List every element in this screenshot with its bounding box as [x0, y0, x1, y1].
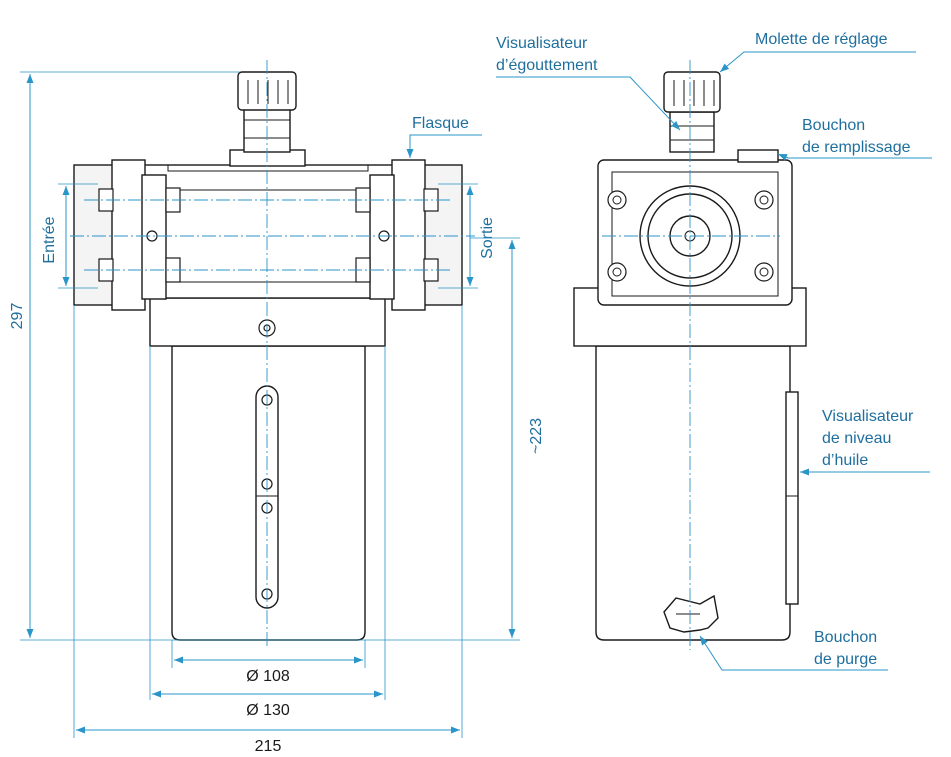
flange-left-plate — [111, 159, 146, 311]
side-knob — [663, 71, 721, 113]
side-level-window — [785, 391, 799, 605]
side-bowl — [595, 345, 791, 641]
flange-right-outer — [421, 164, 463, 306]
side-bolts — [607, 190, 774, 282]
side-view — [573, 60, 807, 650]
front-view — [70, 60, 475, 648]
dimensions: 297 Entrée Sortie ~223 Ø 108 Ø 130 215 — [9, 71, 545, 755]
label-visualisateur-egouttement-1: Visualisateur — [496, 35, 588, 52]
label-visualisateur-niveau-3: d’huile — [822, 452, 868, 469]
dim-297: 297 — [9, 303, 26, 330]
dim-108: Ø 108 — [246, 668, 290, 685]
dim-223: ~223 — [528, 418, 545, 454]
label-visualisateur-egouttement-2: d’égouttement — [496, 57, 598, 74]
dim-130: Ø 130 — [246, 702, 290, 719]
label-bouchon-purge-2: de purge — [814, 651, 877, 668]
label-entree: Entrée — [41, 216, 58, 263]
label-visualisateur-niveau-1: Visualisateur — [822, 408, 914, 425]
label-flasque: Flasque — [412, 115, 469, 132]
flange-right-plate — [391, 159, 426, 311]
label-bouchon-remplissage-1: Bouchon — [802, 117, 865, 134]
label-bouchon-remplissage-2: de remplissage — [802, 139, 911, 156]
label-bouchon-purge-1: Bouchon — [814, 629, 877, 646]
flange-left-outer — [73, 164, 115, 306]
label-visualisateur-niveau-2: de niveau — [822, 430, 891, 447]
label-molette: Molette de réglage — [755, 31, 888, 48]
side-filler-cap — [737, 149, 779, 163]
dim-215: 215 — [255, 738, 282, 755]
callouts: Flasque Visualisateur d’égouttement Mole… — [406, 31, 932, 671]
